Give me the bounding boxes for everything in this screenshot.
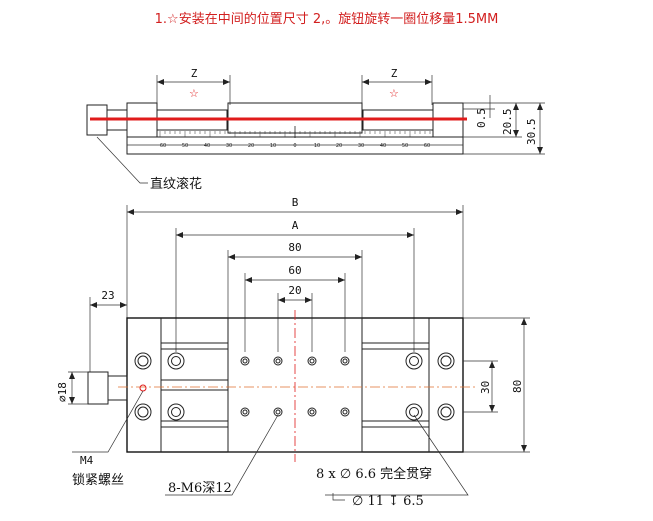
- scale-label: 60: [424, 143, 430, 149]
- scale-label: 20: [336, 143, 342, 149]
- dim-A-label: A: [292, 219, 299, 232]
- cbore-hole-1-inner: [171, 356, 181, 366]
- cbore-hole-4-inner: [409, 407, 419, 417]
- corner-hole-tr: [437, 352, 455, 370]
- scale-label: 10: [314, 143, 320, 149]
- corner-hole-br-inner: [440, 406, 452, 418]
- scale-ticks: [159, 126, 431, 138]
- scale-label: 40: [380, 143, 386, 149]
- z-right-label: Z: [391, 67, 398, 80]
- cbore-hole-3: [405, 352, 423, 370]
- scale-label: 30: [358, 143, 364, 149]
- m6-hole-8: [340, 407, 350, 417]
- cbore-hole-2: [167, 403, 185, 421]
- knob-shaft-top: [107, 375, 128, 401]
- dim-305-label: 30.5: [525, 119, 538, 146]
- side-view: Z ☆ Z ☆ 60 50 40 30 20 10 0 10 20 30 40 50 60: [86, 67, 545, 192]
- m6-hole-3-inner: [309, 358, 315, 364]
- m6-hole-8-inner: [342, 409, 348, 415]
- instruction-note: 1.☆安装在中间的位置尺寸 2,。旋钮旋转一圈位移量1.5MM: [154, 12, 499, 27]
- m6-hole-2-inner: [275, 358, 281, 364]
- dia18-label: ∅18: [56, 382, 69, 402]
- counterbore-label: ∅ 11 ↧ 6.5: [352, 494, 424, 509]
- scale-label: 0: [293, 143, 296, 149]
- dim-80-label: 80: [288, 241, 301, 254]
- m6-hole-6: [273, 407, 283, 417]
- m6-hole-2: [273, 356, 283, 366]
- corner-hole-bl: [134, 403, 152, 421]
- dim-B-label: B: [292, 196, 299, 209]
- m6-hole-7-inner: [309, 409, 315, 415]
- m6-tapped-holes: [240, 356, 350, 417]
- knurl-label: 直纹滚花: [150, 176, 202, 192]
- knob-top-view: [87, 371, 109, 405]
- scale-label: 20: [248, 143, 254, 149]
- cbore-hole-2-inner: [171, 407, 181, 417]
- dim-60-label: 60: [288, 264, 301, 277]
- z-left-label: Z: [191, 67, 198, 80]
- through-hole-label: 8 x ∅ 6.6 完全贯穿: [316, 466, 432, 482]
- scale-label: 30: [226, 143, 232, 149]
- dim-30-label: 30: [479, 381, 492, 394]
- dim-205-label: 20.5: [501, 109, 514, 136]
- corner-holes: [134, 352, 455, 421]
- corner-hole-br: [437, 403, 455, 421]
- scale-label: 50: [402, 143, 408, 149]
- m4-leader: [72, 390, 144, 453]
- corner-hole-tl: [134, 352, 152, 370]
- dim-23-label: 23: [101, 289, 114, 302]
- m6-hole-4-inner: [342, 358, 348, 364]
- lock-screw-label: 锁紧螺丝: [72, 472, 124, 488]
- m6-thread-label: 8-M6深12: [168, 481, 232, 496]
- m4-screw-hole: [139, 384, 147, 392]
- m6-hole-5-inner: [242, 409, 248, 415]
- m6-hole-5: [240, 407, 250, 417]
- lead-screw-channel: [160, 379, 229, 391]
- top-view: B A 80 60 20 23: [56, 196, 530, 509]
- scale-label: 10: [270, 143, 276, 149]
- cbore-hole-1: [167, 352, 185, 370]
- m6-hole-1: [240, 356, 250, 366]
- dim-80r-label: 80: [511, 380, 524, 393]
- corner-hole-tl-inner: [137, 355, 149, 367]
- corner-hole-bl-inner: [137, 406, 149, 418]
- scale-label: 50: [182, 143, 188, 149]
- m6-hole-1-inner: [242, 358, 248, 364]
- counterbored-holes: [167, 352, 423, 421]
- scale-labels: 60 50 40 30 20 10 0 10 20 30 40 50 60: [160, 143, 430, 149]
- scale-label: 60: [160, 143, 166, 149]
- through-hole-leader: [325, 414, 469, 496]
- star-right-icon: ☆: [389, 87, 399, 100]
- m6-hole-4: [340, 356, 350, 366]
- corner-hole-tr-inner: [440, 355, 452, 367]
- m6-leader: [165, 414, 279, 496]
- cbore-hole-4: [405, 403, 423, 421]
- scale-label: 40: [204, 143, 210, 149]
- m4-label: M4: [80, 454, 94, 467]
- knurl-leader: [96, 136, 148, 184]
- star-left-icon: ☆: [189, 87, 199, 100]
- cbore-hole-3-inner: [409, 356, 419, 366]
- m6-hole-7: [307, 407, 317, 417]
- counterbore-symbol: [332, 493, 345, 501]
- m6-hole-6-inner: [275, 409, 281, 415]
- dim-05-label: 0.5: [475, 108, 488, 128]
- m6-hole-3: [307, 356, 317, 366]
- dim-20-label: 20: [288, 284, 301, 297]
